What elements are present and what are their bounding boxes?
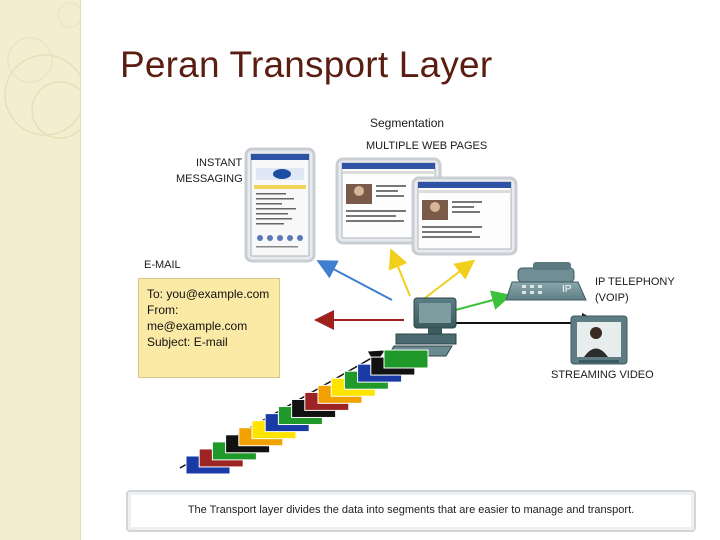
email-from-line: From: me@example.com xyxy=(147,303,248,333)
email-to-line: To: you@example.com xyxy=(147,287,270,301)
caption-box: The Transport layer divides the data int… xyxy=(126,490,696,532)
decorative-sidebar xyxy=(0,0,81,540)
ip-badge-label: IP xyxy=(562,284,572,295)
arrow-to-web-page-2 xyxy=(424,259,476,299)
email-label: E-MAIL xyxy=(144,259,181,271)
caption-text: The Transport layer divides the data int… xyxy=(187,504,635,516)
central-computer-icon xyxy=(387,297,457,357)
segmentation-label: Segmentation xyxy=(370,116,445,130)
instant-label: INSTANT xyxy=(196,157,243,169)
streaming-video-label: STREAMING VIDEO xyxy=(551,369,654,381)
segments-stream xyxy=(185,349,429,475)
video-monitor-icon xyxy=(570,315,628,365)
data-segment xyxy=(383,349,429,369)
ip-telephony-label: IP TELEPHONY xyxy=(595,276,675,288)
arrow-to-web-page-1 xyxy=(388,248,411,297)
messaging-label: MESSAGING xyxy=(176,173,243,185)
voip-label: (VOIP) xyxy=(595,292,629,304)
slide-title: Peran Transport Layer xyxy=(120,44,493,85)
sidebar-circles-decoration xyxy=(4,2,80,139)
arrow-to-instant-messaging xyxy=(316,260,393,301)
web-pages-label: MULTIPLE WEB PAGES xyxy=(366,140,488,152)
email-message-box: To: you@example.com From: me@example.com… xyxy=(138,278,280,378)
arrow-to-ip-telephony xyxy=(447,290,512,313)
email-subject-line: Subject: E-mail xyxy=(147,335,228,349)
instant-messaging-window xyxy=(244,147,316,263)
ip-phone-icon xyxy=(505,262,587,301)
web-page-window-2 xyxy=(411,176,518,256)
